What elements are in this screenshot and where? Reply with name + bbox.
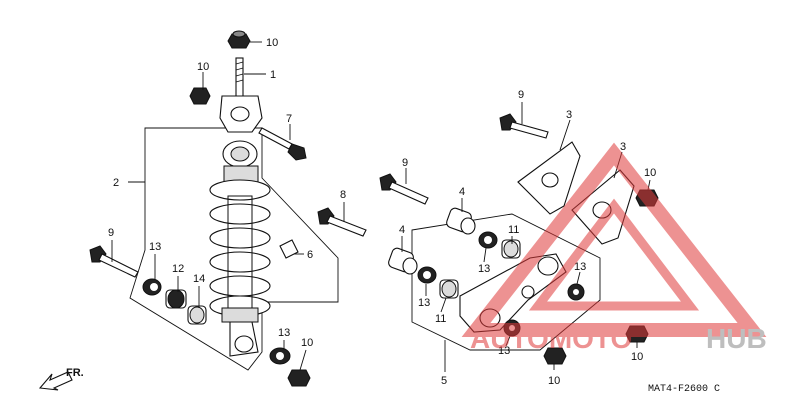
label-9-bolt-left: 9 (108, 227, 114, 239)
watermark-text-automoto: AUTOMOTO (470, 323, 632, 354)
plate-3-rear (517, 141, 581, 215)
nut-10-bottom (543, 347, 567, 365)
label-13-seal-left: 13 (149, 241, 161, 253)
seal-13-c (567, 283, 585, 301)
drawing-code: MAT4-F2600 C (648, 384, 720, 395)
label-3-plate-front: 3 (620, 141, 626, 153)
threaded-stud (219, 57, 263, 133)
label-10-nut-lower: 10 (631, 351, 643, 363)
seal-13-b (417, 266, 437, 284)
label-7-bolt: 7 (286, 113, 292, 125)
bolt-7 (258, 127, 307, 161)
dust-seal-right (269, 347, 291, 365)
mount-nut (189, 87, 211, 105)
label-8-bolt: 8 (340, 189, 346, 201)
label-10-bottom-nut: 10 (301, 337, 313, 349)
label-5-linkage: 5 (441, 375, 447, 387)
collar-12 (165, 289, 187, 309)
watermark-text-hub: HUB (706, 323, 767, 354)
bolt-9-left (89, 245, 139, 278)
shock-absorber-group (89, 30, 339, 387)
bottom-nut (287, 369, 311, 387)
watermark-triangle-icon (461, 142, 767, 337)
clip-6 (279, 239, 299, 259)
label-11-bearing-a: 11 (508, 224, 519, 236)
label-13-seal-b: 13 (418, 297, 430, 309)
label-4-collar-upper: 4 (459, 186, 465, 198)
label-10-nut-right: 10 (644, 167, 656, 179)
label-10-nut-bottom: 10 (548, 375, 560, 387)
dust-seal-left (142, 278, 162, 296)
top-nut (227, 30, 251, 49)
label-9-bolt-plate: 9 (518, 89, 524, 101)
label-2-shock: 2 (113, 177, 119, 189)
shock-body (209, 140, 271, 357)
part-number-labels: 10 1 10 7 2 9 13 12 14 6 13 10 9 8 9 3 3… (108, 37, 656, 387)
label-4-collar-lower: 4 (399, 224, 405, 236)
label-1-stud: 1 (270, 69, 276, 81)
bearing-14 (187, 305, 207, 325)
label-10-mount-nut: 10 (197, 61, 209, 73)
label-11-bearing-b: 11 (435, 313, 446, 325)
collar-4-lower (388, 247, 418, 275)
watermark: AUTOMOTO HUB (461, 142, 767, 354)
label-6-clip: 6 (307, 249, 313, 261)
bolt-9-mid (379, 173, 429, 205)
label-13-seal-c: 13 (574, 261, 586, 273)
collar-4-upper (446, 207, 476, 235)
front-arrow-icon (38, 371, 73, 391)
label-3-plate-rear: 3 (566, 109, 572, 121)
front-direction-indicator: FR. (38, 367, 84, 391)
label-13-seal-a: 13 (478, 263, 490, 275)
label-13-seal-bottom: 13 (278, 327, 290, 339)
bearing-11-a (501, 239, 521, 259)
front-direction-label: FR. (66, 367, 84, 379)
label-9-bolt-mid: 9 (402, 157, 408, 169)
label-10-top-nut: 10 (266, 37, 278, 49)
seal-13-a (478, 231, 498, 249)
leader-lines (111, 41, 651, 372)
label-12-collar: 12 (172, 263, 184, 275)
label-13-seal-d: 13 (498, 345, 510, 357)
bolt-9-plate (499, 113, 549, 139)
bearing-11-b (439, 279, 459, 299)
bolt-8 (317, 207, 367, 237)
label-14-bearing: 14 (193, 273, 205, 285)
